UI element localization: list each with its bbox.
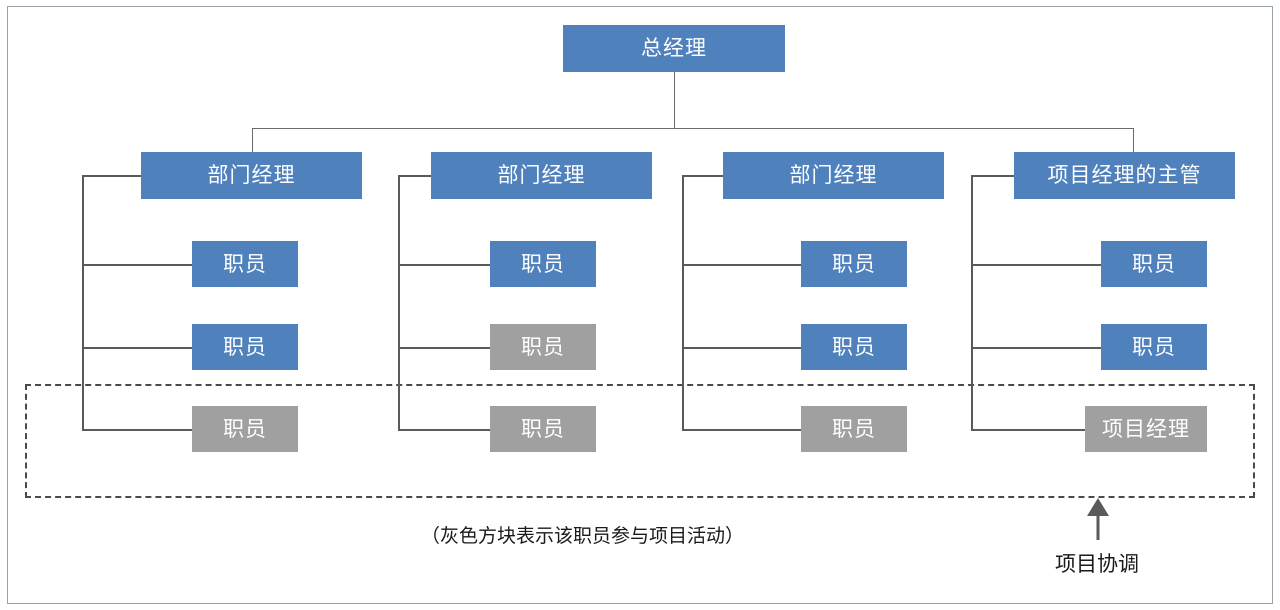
connector-spine-col4	[971, 175, 973, 430]
node-member-col3-2[interactable]: 职员	[801, 324, 907, 370]
node-member-col4-1[interactable]: 职员	[1101, 241, 1207, 287]
node-member-col1-1[interactable]: 职员	[192, 241, 298, 287]
node-label: 总经理	[641, 37, 707, 60]
node-label: 职员	[223, 252, 267, 276]
node-label: 职员	[832, 252, 876, 276]
connector-branch-col3-3	[682, 429, 801, 431]
connector-branch-col4-1	[971, 264, 1101, 266]
node-member-col1-2[interactable]: 职员	[192, 324, 298, 370]
connector-branch-col2-2	[398, 347, 490, 349]
node-label: 职员	[521, 417, 565, 441]
node-manager-col2[interactable]: 部门经理	[431, 152, 652, 199]
annotation-project-coordination: 项目协调	[1055, 553, 1139, 576]
node-manager-col1[interactable]: 部门经理	[141, 152, 362, 199]
node-label: 部门经理	[497, 164, 586, 187]
node-manager-col3[interactable]: 部门经理	[723, 152, 944, 199]
node-label: 职员	[521, 335, 565, 359]
connector-bus-drop-col1	[252, 128, 253, 153]
node-label: 职员	[832, 335, 876, 359]
connector-branch-col1-manager	[82, 175, 141, 177]
connector-branch-col3-2	[682, 347, 801, 349]
node-label: 职员	[223, 417, 267, 441]
connector-spine-col2	[398, 175, 400, 430]
node-label: 部门经理	[789, 164, 878, 187]
connector-branch-col1-1	[82, 264, 192, 266]
project-scope-dashed-box	[25, 384, 1255, 498]
node-member-col1-3[interactable]: 职员	[192, 406, 298, 452]
node-member-col2-3[interactable]: 职员	[490, 406, 596, 452]
connector-branch-col4-manager	[971, 175, 1014, 177]
connector-branch-col4-3	[971, 429, 1085, 431]
connector-branch-col1-3	[82, 429, 192, 431]
connector-top-bus	[252, 128, 1133, 129]
node-member-col4-2[interactable]: 职员	[1101, 324, 1207, 370]
node-member-col2-2[interactable]: 职员	[490, 324, 596, 370]
node-label: 职员	[1132, 252, 1176, 276]
connector-branch-col3-1	[682, 264, 801, 266]
node-label: 部门经理	[207, 164, 296, 187]
node-member-col4-3[interactable]: 项目经理	[1085, 406, 1207, 452]
connector-branch-col2-1	[398, 264, 490, 266]
node-manager-col4[interactable]: 项目经理的主管	[1014, 152, 1235, 199]
node-label: 职员	[1132, 335, 1176, 359]
node-general-manager[interactable]: 总经理	[563, 25, 785, 72]
connector-branch-col1-2	[82, 347, 192, 349]
connector-spine-col1	[82, 175, 84, 430]
legend-caption: （灰色方块表示该职员参与项目活动）	[421, 526, 745, 547]
connector-branch-col4-2	[971, 347, 1101, 349]
node-label: 职员	[521, 252, 565, 276]
connector-branch-col2-manager	[398, 175, 431, 177]
node-label: 职员	[223, 335, 267, 359]
arrow-up-icon	[1085, 498, 1111, 540]
connector-branch-col3-manager	[682, 175, 723, 177]
connector-bus-drop-col4	[1133, 128, 1134, 153]
node-label: 项目经理的主管	[1047, 164, 1202, 187]
node-member-col3-3[interactable]: 职员	[801, 406, 907, 452]
connector-spine-col3	[682, 175, 684, 430]
connector-gm-stem	[674, 72, 675, 128]
diagram-border	[7, 6, 1273, 604]
node-member-col3-1[interactable]: 职员	[801, 241, 907, 287]
node-label: 项目经理	[1102, 417, 1190, 441]
node-member-col2-1[interactable]: 职员	[490, 241, 596, 287]
connector-branch-col2-3	[398, 429, 490, 431]
node-label: 职员	[832, 417, 876, 441]
